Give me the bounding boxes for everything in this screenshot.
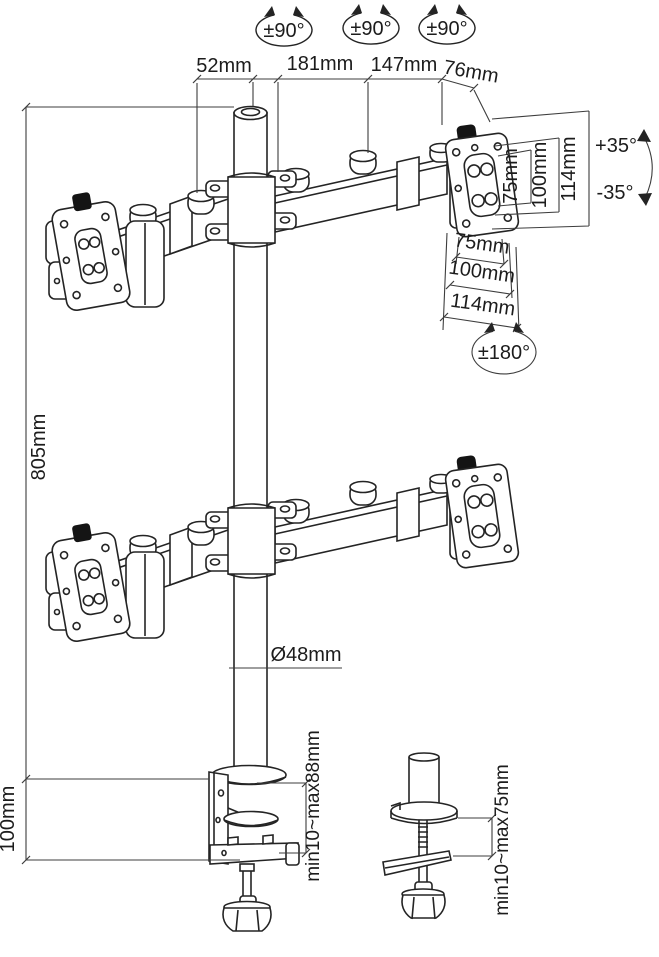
lower-arm-assembly: [45, 450, 521, 644]
rotation-90-label-3: ±90°: [426, 18, 467, 40]
dim-147mm-label: 147mm: [371, 54, 438, 76]
upper-arm-assembly: [45, 119, 521, 313]
pole-height-label: 805mm: [28, 414, 50, 481]
vesa-side-114-label: 114mm: [558, 136, 580, 201]
dim-181mm-label: 181mm: [287, 53, 354, 75]
pole-diameter-label: Ø48mm: [270, 644, 341, 666]
dimension-annotations: 52mm 181mm 147mm 76mm ±90° ±90° ±90° 805…: [0, 3, 653, 916]
dim-52mm-label: 52mm: [196, 55, 252, 77]
vesa-bottom-114-label: 114mm: [449, 290, 517, 321]
grommet-range-label: min10~max75mm: [492, 764, 513, 916]
tilt-up-label: +35°: [595, 135, 637, 157]
rotation-90-label-2: ±90°: [350, 18, 391, 40]
grommet-knob: [401, 881, 446, 920]
vesa-side-75-label: 75mm: [500, 148, 522, 204]
clamp-knob: [222, 895, 272, 932]
clamp-range-label: min10~max88mm: [303, 730, 324, 882]
rotation-180-label: ±180°: [478, 342, 530, 364]
rotation-90-label-1: ±90°: [263, 20, 304, 42]
vesa-bottom-75-label: 75mm: [453, 229, 511, 259]
dim-76mm-label: 76mm: [442, 56, 501, 87]
grommet-mount: [382, 752, 458, 920]
desk-clamp: [208, 764, 300, 932]
tilt-down-label: -35°: [597, 182, 634, 204]
vesa-side-100-label: 100mm: [529, 142, 551, 209]
clamp-height-label: 100mm: [0, 786, 19, 853]
